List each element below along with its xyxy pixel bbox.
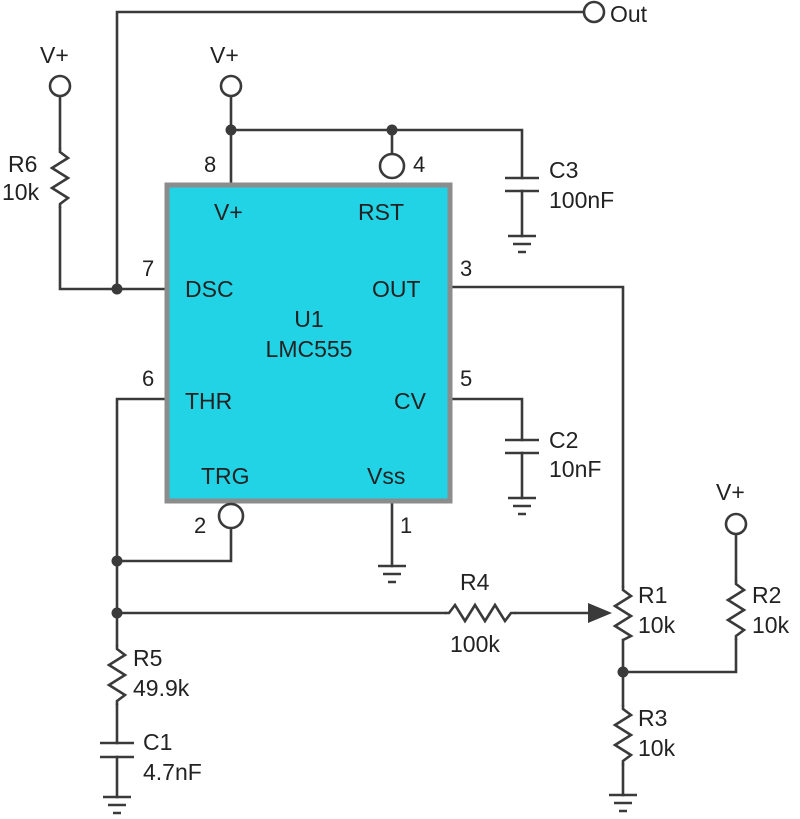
junction-dot [386,124,398,136]
component-value: 10k [638,735,676,761]
terminal-vplus-icon [48,74,72,98]
pin-name: CV [394,388,427,414]
ground-icon [378,564,406,584]
wire-vcc-rail [229,128,524,180]
wire-trg [115,526,233,563]
rst-bubble-icon [378,152,406,180]
component-value: 4.7nF [143,759,202,785]
pin-number: 6 [142,366,154,391]
capacitor-c1 [100,741,134,759]
grounds [103,234,637,815]
junction-dot [111,607,123,619]
capacitor-c3 [505,176,539,193]
resistor-r2 [725,580,747,640]
pin-name: TRG [201,463,250,489]
resistor-r3 [612,705,634,765]
component-value: 10k [638,612,676,638]
ground-icon [508,234,536,254]
junction-dot [111,555,123,567]
junction-dot [111,283,123,295]
pin-name: V+ [214,199,243,225]
pin-name: Vss [367,463,405,489]
trg-bubble-icon [217,502,245,530]
wire-r6-dsc [58,206,169,291]
capacitors [100,176,539,759]
resistor-r5 [106,645,128,705]
ground-icon [103,795,131,815]
junction-dot [617,666,629,678]
wire-cv-c2 [450,397,524,442]
terminal-out-icon [582,0,606,24]
pin-name: DSC [185,276,234,302]
wire-out-r1 [450,285,625,588]
component-value: 100k [450,631,500,657]
resistor-r6 [49,148,71,208]
component-value: 100nF [549,187,614,213]
component-ref: R6 [8,151,37,177]
pin-number: 7 [142,256,154,281]
component-value: 49.9k [133,675,190,701]
supply-label: V+ [716,479,745,505]
wiper-arrow-icon [588,603,612,623]
resistor-r1 [612,586,634,642]
component-ref: C1 [143,729,172,755]
resistor-r4 [445,602,516,624]
ic-part: LMC555 [266,336,353,362]
junction-dot [225,124,237,136]
terminal-vplus-icon [724,512,748,536]
wire-r2-junction [621,638,738,674]
output-label: Out [610,1,648,27]
component-value: 10k [2,179,40,205]
component-ref: R5 [133,645,162,671]
pin-number: 5 [460,366,472,391]
pin-number: 3 [460,256,472,281]
wire-out [115,10,585,291]
component-ref: C3 [549,157,578,183]
ic-ref: U1 [294,306,323,332]
pin-name: OUT [372,276,421,302]
component-ref: R1 [638,582,667,608]
supply-label: V+ [40,42,69,68]
pin-name: THR [185,388,232,414]
wire-thr [115,397,169,647]
ic-body [164,182,453,504]
pin-number: 8 [204,152,216,177]
pin-name: RST [358,199,404,225]
junctions [111,124,629,678]
terminal-vplus-icon [219,74,243,98]
capacitor-c2 [505,438,539,455]
component-value: 10nF [549,456,601,482]
pin-number: 2 [194,513,206,538]
component-ref: R3 [638,705,667,731]
component-ref: R4 [460,569,490,595]
supply-label: V+ [210,42,239,68]
resistors [49,148,747,765]
pin-number: 4 [413,152,425,177]
component-ref: C2 [549,427,578,453]
component-ref: R2 [752,582,781,608]
ground-icon [508,496,536,516]
ground-icon [609,793,637,813]
component-value: 10k [752,612,790,638]
pin-number: 1 [400,513,412,538]
